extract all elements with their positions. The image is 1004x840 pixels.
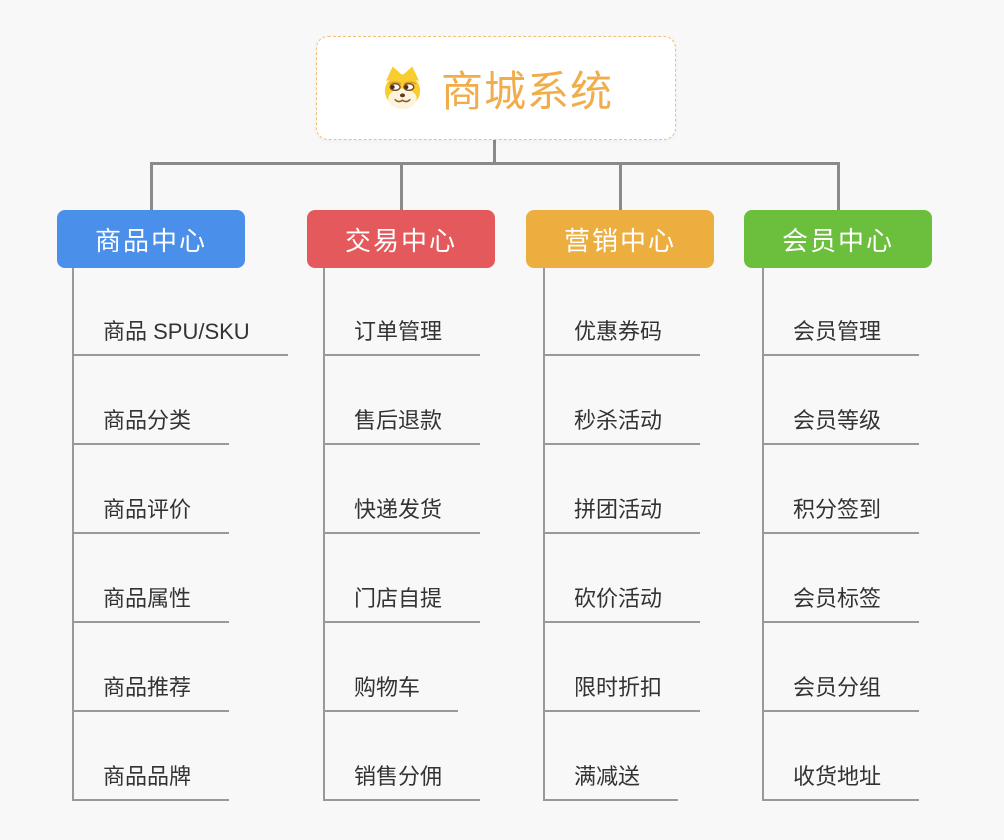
sub-node[interactable]: 商品 SPU/SKU [72,316,288,356]
doge-icon [384,66,421,110]
branch-column-product: 商品 SPU/SKU 商品分类 商品评价 商品属性 商品推荐 商品品牌 [72,268,302,803]
branch-node-trade-center[interactable]: 交易中心 [307,210,495,268]
sub-node[interactable]: 购物车 [323,672,459,712]
branch-drop-line-4 [836,162,840,210]
sub-node[interactable]: 商品品牌 [72,761,230,801]
sub-node[interactable]: 砍价活动 [543,583,701,623]
sub-node[interactable]: 限时折扣 [543,672,701,712]
branch-drop-line-2 [399,162,403,210]
sub-node[interactable]: 会员分组 [762,672,920,712]
branch-drop-line-1 [149,162,153,210]
sub-node[interactable]: 拼团活动 [543,494,701,534]
branch-drop-line-3 [618,162,622,210]
branch-label: 交易中心 [344,225,457,256]
sub-node[interactable]: 订单管理 [323,316,481,356]
branch-label: 营销中心 [563,225,676,256]
root-title: 商城系统 [440,67,613,115]
sub-node[interactable]: 销售分佣 [323,761,481,801]
sub-node[interactable]: 商品属性 [72,583,230,623]
branch-node-product-center[interactable]: 商品中心 [57,210,245,268]
sub-node[interactable]: 收货地址 [762,761,920,801]
root-connector-vertical [492,140,496,165]
sub-node[interactable]: 优惠券码 [543,316,701,356]
sub-node[interactable]: 商品推荐 [72,672,230,712]
branch-node-marketing-center[interactable]: 营销中心 [526,210,714,268]
sub-node[interactable]: 满减送 [543,761,679,801]
branch-connector-horizontal [149,162,840,165]
branch-node-member-center[interactable]: 会员中心 [744,210,932,268]
branch-trunk-line [543,268,545,801]
sub-node[interactable]: 会员标签 [762,583,920,623]
root-node[interactable]: 商城系统 [316,36,676,140]
branch-label: 商品中心 [94,225,207,256]
branch-column-marketing: 优惠券码 秒杀活动 拼团活动 砍价活动 限时折扣 满减送 [543,268,773,803]
sub-node[interactable]: 门店自提 [323,583,481,623]
sub-node[interactable]: 快递发货 [323,494,481,534]
branch-column-trade: 订单管理 售后退款 快递发货 门店自提 购物车 销售分佣 [323,268,553,803]
branch-label: 会员中心 [781,225,894,256]
sub-node[interactable]: 会员等级 [762,405,920,445]
sub-node[interactable]: 秒杀活动 [543,405,701,445]
sub-node[interactable]: 积分签到 [762,494,920,534]
branch-trunk-line [323,268,325,801]
branch-column-member: 会员管理 会员等级 积分签到 会员标签 会员分组 收货地址 [762,268,992,803]
sub-node[interactable]: 商品评价 [72,494,230,534]
branch-trunk-line [72,268,74,801]
branch-trunk-line [762,268,764,801]
sub-node[interactable]: 售后退款 [323,405,481,445]
sub-node[interactable]: 商品分类 [72,405,230,445]
sub-node[interactable]: 会员管理 [762,316,920,356]
